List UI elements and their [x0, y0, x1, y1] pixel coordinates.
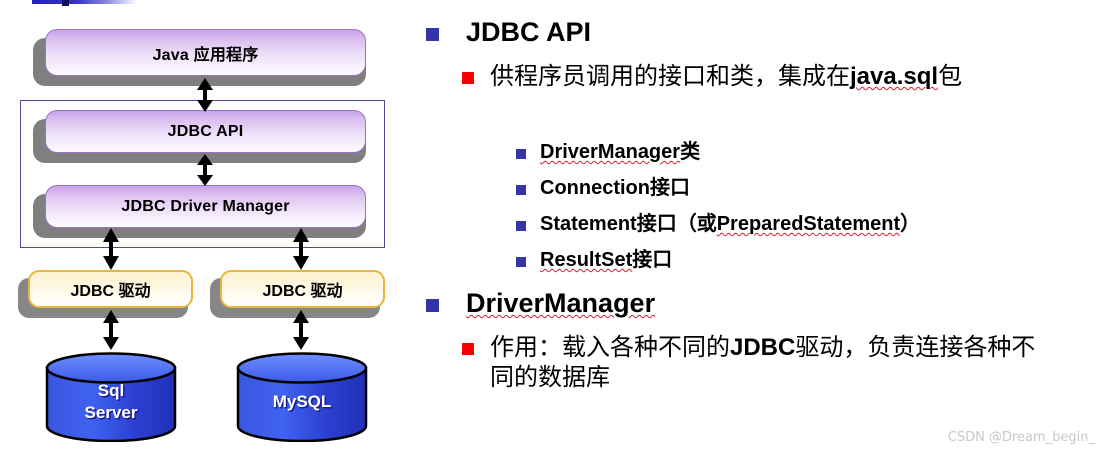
jdbc-driver-left-box[interactable]: JDBC 驱动: [28, 270, 193, 308]
bullet-square-icon: [426, 299, 439, 312]
bullet-square-icon: [426, 28, 439, 41]
java-app-box-label: Java 应用程序: [152, 46, 259, 64]
outline-item-resultset-interface[interactable]: ResultSet接口: [516, 248, 672, 272]
bullet-square-icon: [516, 185, 526, 195]
bullet-square-icon: [516, 149, 526, 159]
api-suffix: 类: [680, 141, 701, 163]
desc-pre: 作用：载入各种不同的: [490, 334, 730, 361]
slide-title-bar-decoration: [32, 0, 137, 4]
api-suffix-2: ）: [900, 213, 921, 235]
mysql-database-cylinder[interactable]: MySQL: [236, 352, 368, 442]
outline-heading-jdbc-api: JDBC API: [466, 17, 592, 47]
api-name: Connection: [540, 177, 650, 199]
desc-code: java.sql: [850, 63, 939, 90]
bullet-square-icon: [462, 72, 474, 84]
jdbc-driver-left-label: JDBC 驱动: [70, 283, 151, 300]
bullet-square-icon: [516, 221, 526, 231]
arrow-app-to-api: [193, 78, 217, 112]
jdbc-api-box-label: JDBC API: [167, 122, 244, 140]
outline-heading-drivermanager: DriverManager: [466, 288, 656, 318]
bullet-square-icon: [516, 257, 526, 267]
arrow-drivermanager-to-driver-left: [99, 228, 123, 270]
api-suffix: 接口（或: [636, 213, 717, 235]
jdbc-driver-right-label: JDBC 驱动: [262, 283, 343, 300]
outline-text-connection-interface: Connection接口: [540, 176, 690, 200]
csdn-watermark: CSDN @Dream_begin_: [947, 430, 1095, 445]
bullet-square-icon: [462, 343, 474, 355]
outline-item-connection-interface[interactable]: Connection接口: [516, 176, 690, 200]
jdbc-driver-manager-box[interactable]: JDBC Driver Manager: [45, 185, 366, 228]
outline-text-jdbc-api-desc: 供程序员调用的接口和类，集成在java.sql包: [490, 62, 962, 92]
outline-item-drivermanager-class[interactable]: DriverManager类: [516, 140, 700, 164]
jdbc-driver-manager-box-label: JDBC Driver Manager: [121, 197, 290, 215]
outline-text-statement-interface: Statement接口（或PreparedStatement）: [540, 212, 920, 236]
outline-item-jdbc-api[interactable]: JDBC API: [426, 17, 591, 48]
api-name: DriverManager: [540, 141, 681, 163]
outline-item-drivermanager-desc[interactable]: 作用：载入各种不同的JDBC驱动，负责连接各种不同的数据库: [462, 333, 1050, 393]
api-suffix: 接口: [632, 249, 673, 271]
outline-item-drivermanager[interactable]: DriverManager: [426, 288, 655, 319]
content-outline-panel: JDBC API 供程序员调用的接口和类，集成在java.sql包 Driver…: [400, 0, 1107, 454]
arrow-driver-left-to-sqlserver: [99, 310, 123, 350]
outline-item-jdbc-api-desc[interactable]: 供程序员调用的接口和类，集成在java.sql包: [462, 62, 962, 92]
api-name: Statement: [540, 213, 637, 235]
arrow-drivermanager-to-driver-right: [289, 228, 313, 270]
java-app-box[interactable]: Java 应用程序: [45, 29, 366, 76]
desc-code: JDBC: [730, 334, 796, 361]
jdbc-architecture-diagram: Java 应用程序 JDBC API JDBC Driver Manager: [0, 0, 400, 454]
desc-post: 包: [938, 63, 963, 90]
outline-text-drivermanager-desc: 作用：载入各种不同的JDBC驱动，负责连接各种不同的数据库: [490, 333, 1050, 393]
arrow-driver-right-to-mysql: [289, 310, 313, 350]
outline-text-drivermanager-class: DriverManager类: [540, 140, 700, 164]
outline-item-statement-interface[interactable]: Statement接口（或PreparedStatement）: [516, 212, 920, 236]
api-name-2: PreparedStatement: [716, 213, 901, 235]
api-suffix: 接口: [650, 177, 690, 199]
desc-post: 驱动，负责连接各种不同的数据库: [490, 334, 1036, 391]
slide-title-tick-decoration: [62, 0, 69, 6]
jdbc-driver-right-box[interactable]: JDBC 驱动: [220, 270, 385, 308]
arrow-api-to-drivermanager: [193, 154, 217, 186]
jdbc-api-box[interactable]: JDBC API: [45, 110, 366, 153]
sqlserver-database-cylinder[interactable]: Sql Server: [45, 352, 177, 442]
desc-pre: 供程序员调用的接口和类，集成在: [490, 63, 850, 90]
api-name: ResultSet: [540, 249, 633, 271]
outline-text-resultset-interface: ResultSet接口: [540, 248, 672, 272]
